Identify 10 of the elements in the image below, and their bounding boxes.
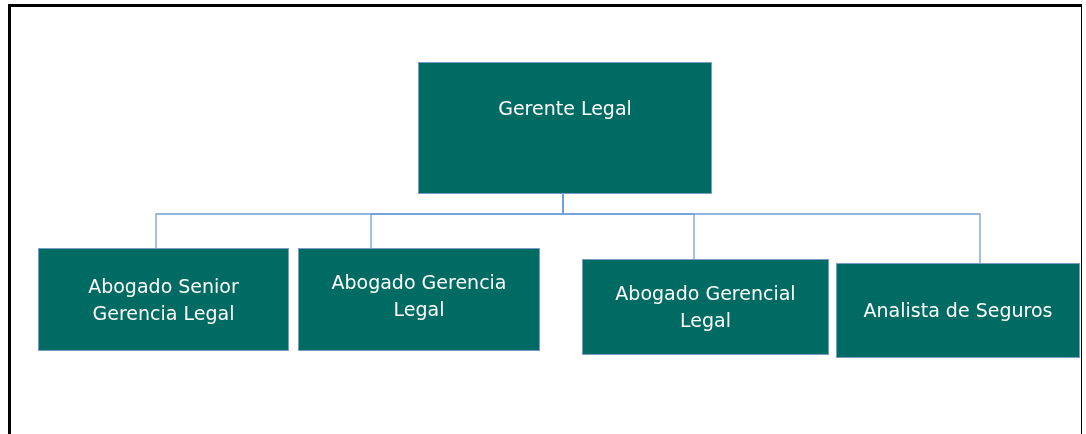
manager-box <box>418 62 712 194</box>
position-title: Abogado Senior Gerencia Legal <box>87 273 240 326</box>
position-title: Abogado Gerencial Legal <box>614 281 797 333</box>
position-box <box>298 248 540 351</box>
position-box <box>582 259 829 355</box>
position-title: Gerente Legal <box>498 95 632 121</box>
position-box <box>38 248 289 351</box>
position-box <box>836 263 1080 358</box>
position-title: Analista de Seguros <box>863 298 1053 324</box>
position-title: Abogado Gerencia Legal <box>330 269 508 322</box>
